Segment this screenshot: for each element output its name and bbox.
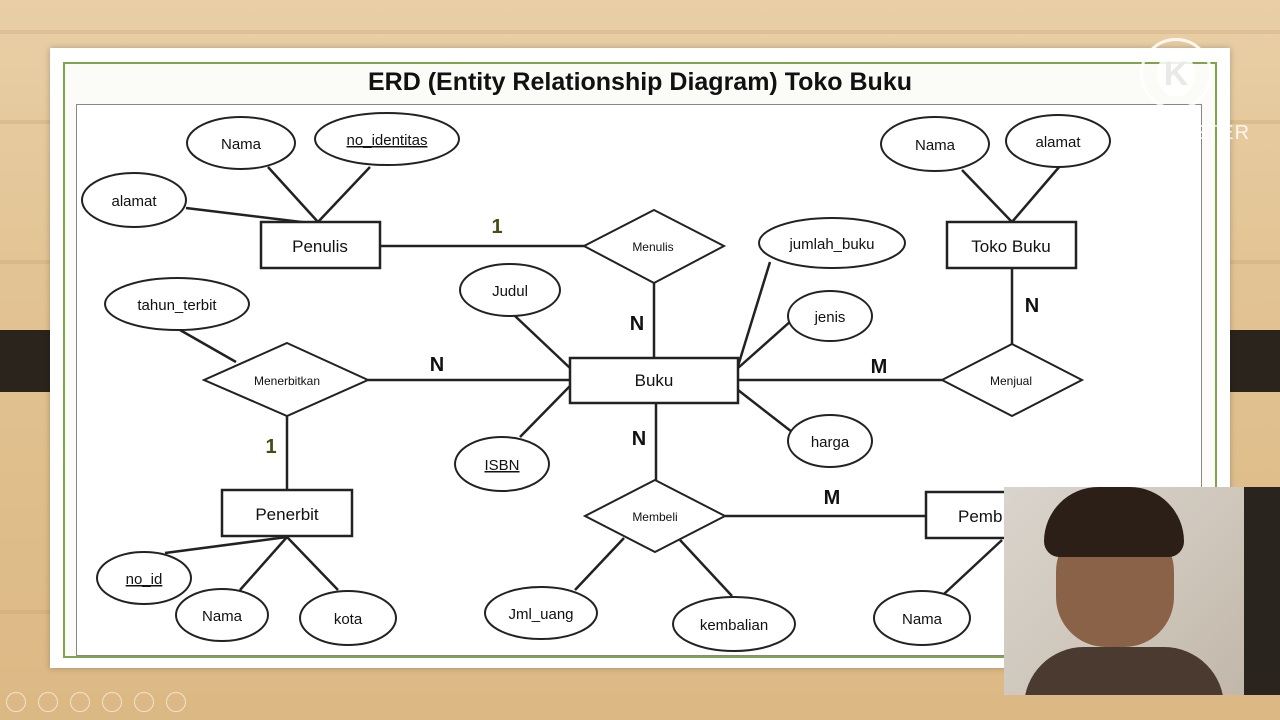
pen-icon[interactable] <box>70 692 90 712</box>
relationship-membeli: Membeli <box>582 478 728 554</box>
entity-penerbit: Penerbit <box>220 488 354 538</box>
cardinality-buku-membeli: N <box>632 428 646 450</box>
svg-text:Penerbit: Penerbit <box>255 505 319 524</box>
entity-buku: Buku <box>568 356 740 405</box>
cardinality-penerbit-menerbitkan: 1 <box>265 436 276 458</box>
next-slide-icon[interactable] <box>38 692 58 712</box>
attribute-jml-uang: Jml_uang <box>484 586 598 640</box>
webcam-background-door <box>1244 487 1280 695</box>
svg-text:Pemb: Pemb <box>958 507 1002 526</box>
cardinality-menerbitkan-buku: N <box>430 354 444 376</box>
cardinality-buku-menjual: M <box>871 356 888 378</box>
attribute-buku-isbn: ISBN <box>454 436 550 492</box>
relationship-menulis: Menulis <box>581 208 727 285</box>
svg-text:tahun_terbit: tahun_terbit <box>137 297 217 314</box>
attribute-buku-harga: harga <box>787 414 873 468</box>
attribute-penerbit-nama: Nama <box>175 588 269 642</box>
entity-toko-buku: Toko Buku <box>945 220 1078 270</box>
svg-text:kembalian: kembalian <box>700 617 768 634</box>
svg-text:harga: harga <box>811 434 850 451</box>
prev-slide-icon[interactable] <box>6 692 26 712</box>
kinemaster-logo-icon: K <box>1140 38 1212 110</box>
attribute-toko-nama: Nama <box>880 116 990 172</box>
svg-text:alamat: alamat <box>111 193 157 210</box>
svg-text:Menerbitkan: Menerbitkan <box>254 374 320 388</box>
slide-title: ERD (Entity Relationship Diagram) Toko B… <box>367 68 913 96</box>
svg-text:Nama: Nama <box>915 137 956 154</box>
presentation-toolbar <box>6 692 186 716</box>
attribute-penulis-alamat: alamat <box>81 172 187 228</box>
svg-text:no_identitas: no_identitas <box>347 132 428 149</box>
svg-text:Nama: Nama <box>202 608 243 625</box>
svg-text:Judul: Judul <box>492 283 528 300</box>
cardinality-toko-menjual: N <box>1025 295 1039 317</box>
attribute-penulis-no-identitas: no_identitas <box>314 112 460 166</box>
svg-text:kota: kota <box>334 611 363 628</box>
zoom-icon[interactable] <box>134 692 154 712</box>
attribute-penerbit-kota: kota <box>299 590 397 646</box>
attribute-buku-judul: Judul <box>459 263 561 317</box>
slides-grid-icon[interactable] <box>102 692 122 712</box>
svg-text:Buku: Buku <box>635 371 674 390</box>
relationship-menerbitkan: Menerbitkan <box>201 341 371 418</box>
presenter-hair <box>1044 487 1184 557</box>
attribute-tahun-terbit: tahun_terbit <box>104 277 250 331</box>
svg-text:Nama: Nama <box>221 136 262 153</box>
svg-text:Nama: Nama <box>902 611 943 628</box>
svg-text:Penulis: Penulis <box>292 237 348 256</box>
attribute-buku-jumlah-buku: jumlah_buku <box>758 217 906 269</box>
cardinality-menulis-buku: N <box>630 313 644 335</box>
attribute-buku-jenis: jenis <box>787 290 873 342</box>
webcam-overlay <box>1004 487 1280 695</box>
more-options-icon[interactable] <box>166 692 186 712</box>
svg-text:Toko Buku: Toko Buku <box>971 237 1050 256</box>
relationship-menjual: Menjual <box>939 342 1085 418</box>
connector-lines <box>164 165 1061 597</box>
entity-penulis: Penulis <box>259 220 382 270</box>
attribute-penulis-nama: Nama <box>186 116 296 170</box>
attribute-toko-alamat: alamat <box>1005 114 1111 168</box>
svg-text:Menulis: Menulis <box>632 240 673 254</box>
svg-text:alamat: alamat <box>1035 134 1081 151</box>
svg-text:Jml_uang: Jml_uang <box>508 606 573 623</box>
svg-text:no_id: no_id <box>126 571 163 588</box>
svg-text:Menjual: Menjual <box>990 374 1032 388</box>
cardinality-membeli-pembeli: M <box>824 487 841 509</box>
presenter-body <box>1024 647 1224 695</box>
svg-text:Membeli: Membeli <box>632 510 677 524</box>
attribute-kembalian: kembalian <box>672 596 796 652</box>
svg-text:jumlah_buku: jumlah_buku <box>788 236 874 253</box>
svg-text:jenis: jenis <box>814 309 846 326</box>
kinemaster-watermark: KINEMASTER <box>1110 122 1251 144</box>
cardinality-penulis-menulis: 1 <box>491 216 502 238</box>
svg-text:ISBN: ISBN <box>484 457 519 474</box>
attribute-pembeli-nama: Nama <box>873 590 971 646</box>
attribute-penerbit-no-id: no_id <box>96 551 192 605</box>
